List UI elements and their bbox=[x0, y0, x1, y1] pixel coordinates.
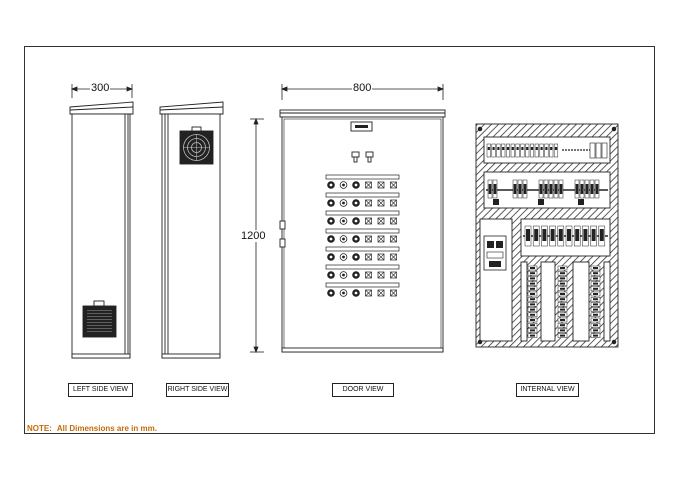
left-side-view-label: LEFT SIDE VIEW bbox=[68, 383, 133, 397]
right-side-view-label: RIGHT SIDE VIEW bbox=[166, 383, 229, 397]
door-indicator-rows bbox=[325, 174, 400, 297]
side-width-label: 300 bbox=[90, 82, 111, 94]
dimension-note: NOTE: All Dimensions are in mm. bbox=[27, 424, 162, 433]
door-view bbox=[279, 109, 446, 353]
left-side-view bbox=[69, 101, 134, 359]
internal-view-label: INTERNAL VIEW bbox=[516, 383, 579, 397]
right-side-view bbox=[159, 101, 224, 359]
height-label: 1200 bbox=[240, 230, 267, 242]
drawing-frame bbox=[24, 46, 655, 434]
internal-components bbox=[483, 142, 608, 338]
note-text: All Dimensions are in mm. bbox=[56, 424, 157, 433]
front-width-label: 800 bbox=[352, 82, 373, 94]
door-view-label: DOOR VIEW bbox=[332, 383, 394, 397]
note-prefix: NOTE: bbox=[27, 424, 52, 433]
